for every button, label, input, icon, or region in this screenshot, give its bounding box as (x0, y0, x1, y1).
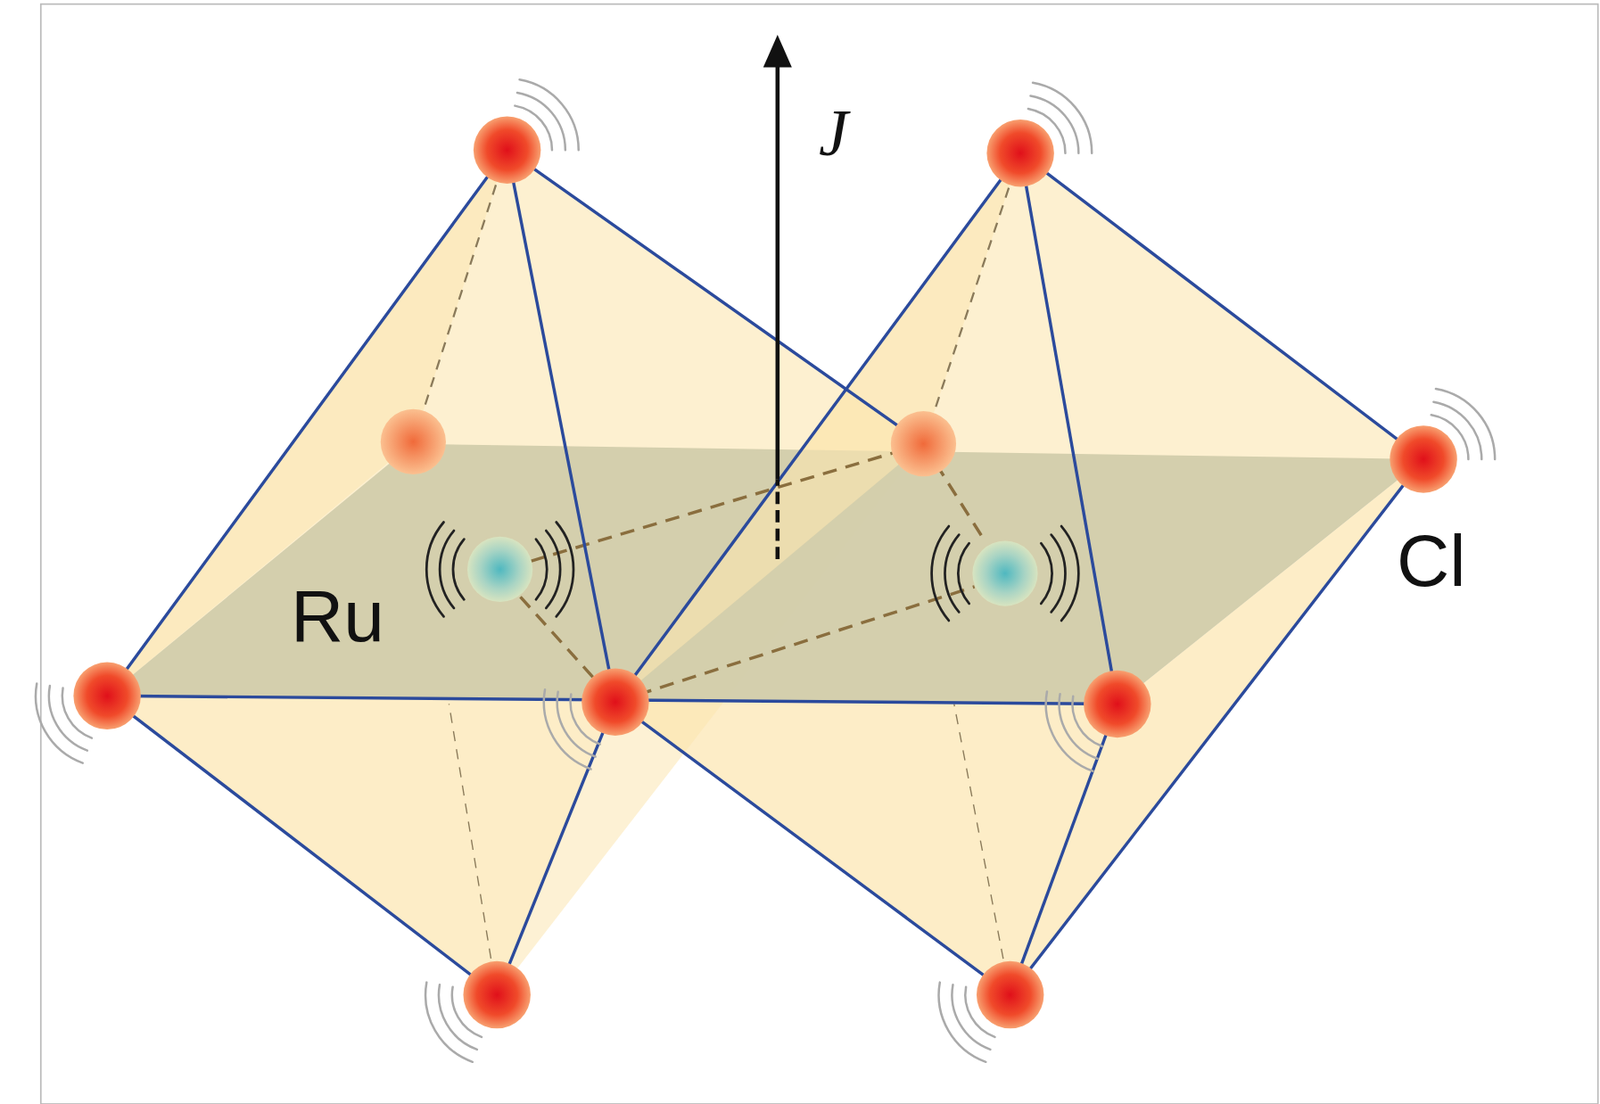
vibration-arc (438, 984, 478, 1050)
vector-label: J⃗ (818, 99, 899, 166)
vibration-arc (1435, 388, 1495, 460)
vibration-arc (951, 984, 990, 1050)
vibration-arc (1040, 543, 1052, 604)
vibration-arc (536, 539, 547, 601)
vibration-arc (1028, 108, 1066, 154)
vibration-arc (35, 683, 83, 763)
vibration-arc (452, 987, 482, 1038)
vibration-arc (62, 688, 92, 739)
vibration-arc (1061, 526, 1079, 621)
vibration-arc (544, 689, 592, 769)
vibration-arc (1032, 82, 1092, 154)
vibration-arc (1051, 535, 1066, 613)
vibration-arc (939, 982, 987, 1063)
vibration-arc (570, 693, 601, 744)
vibration-arc (1046, 692, 1094, 772)
vibration-arc (557, 692, 596, 758)
vibration-arc (49, 685, 88, 751)
vibration-arc (426, 521, 444, 617)
atom-label: Ru (290, 579, 385, 653)
vibration-arc (931, 526, 949, 621)
vibration-arc (519, 79, 579, 150)
vibration-arc (1072, 696, 1102, 747)
vibration-arc (1059, 693, 1098, 759)
vibration-arc (964, 987, 995, 1038)
vibration-arc (1431, 414, 1469, 460)
vibration-arc (453, 539, 464, 601)
vibration-arc (545, 530, 561, 609)
vibration-arc (514, 106, 553, 151)
vibration-arc (425, 982, 473, 1063)
vibration-arc (944, 535, 959, 613)
vibration-arc (957, 543, 969, 604)
atom-label: Cl (1396, 524, 1466, 598)
vibration-arc (439, 530, 454, 609)
vibration-arc (556, 521, 574, 617)
